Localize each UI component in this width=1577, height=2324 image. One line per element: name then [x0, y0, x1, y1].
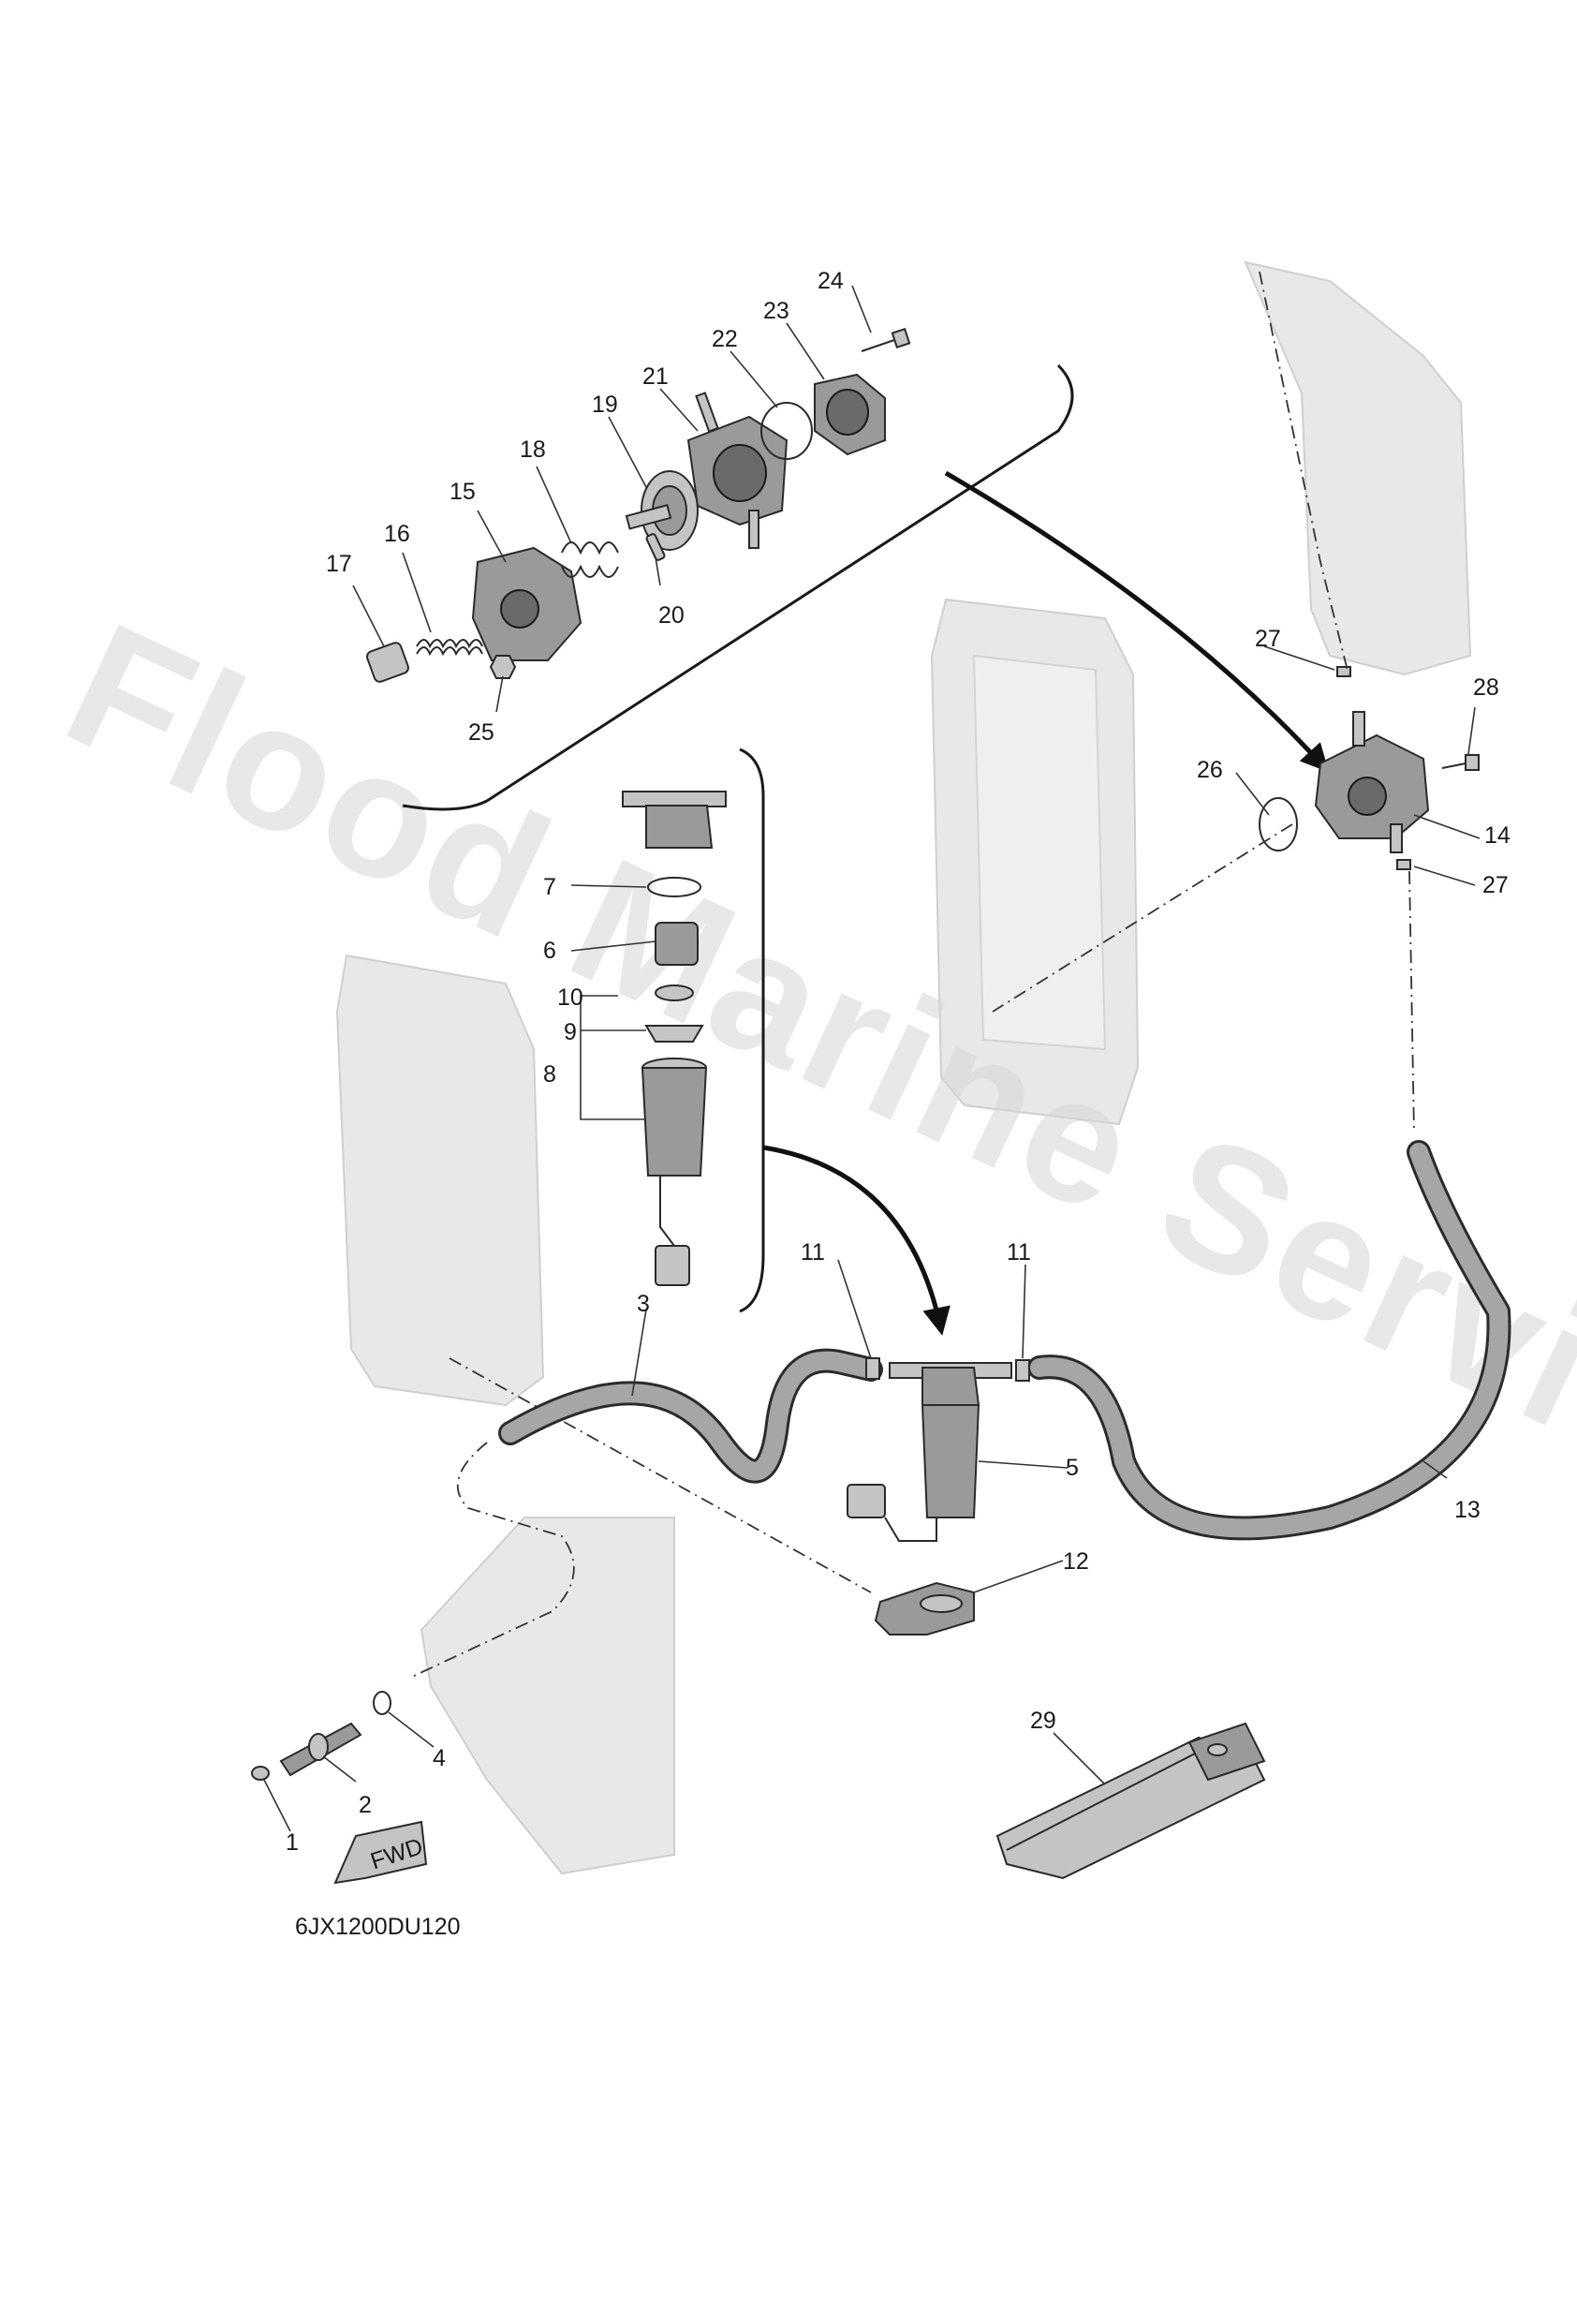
part-15-pump-cover [471, 546, 582, 661]
filter-top-cap [622, 791, 727, 849]
callout-7: 7 [543, 874, 556, 900]
ghost-engine-block-left [335, 954, 545, 1407]
routing-line-pump-to-block [992, 823, 1293, 1013]
part-4-gasket [373, 1691, 391, 1715]
callout-25: 25 [468, 719, 494, 746]
callout-2: 2 [359, 1792, 372, 1818]
callout-3: 3 [637, 1291, 650, 1317]
part-27-clip-lower [1396, 859, 1411, 870]
callout-9: 9 [564, 1019, 577, 1045]
ghost-engine-top-right [1244, 260, 1472, 676]
part-23-cover [814, 373, 886, 456]
callout-27-upper: 27 [1255, 626, 1281, 652]
part-13-fuel-hose [1027, 1140, 1511, 1541]
callout-numbers: 17 16 15 18 19 21 22 23 24 20 25 27 28 2… [286, 268, 1511, 1856]
callout-4: 4 [433, 1745, 446, 1771]
part-3-fuel-hose [498, 1348, 883, 1484]
callout-14: 14 [1484, 822, 1511, 849]
callout-10: 10 [557, 984, 583, 1011]
diagram-code: 6JX1200DU120 [295, 1914, 461, 1940]
watermark-text: Flood Marine Services [40, 585, 1577, 1597]
arrow-to-fuel-pump [944, 470, 1330, 773]
leader-lines [263, 285, 1481, 1832]
part-24-screw [861, 327, 911, 352]
part-17-spring-seat [366, 642, 409, 683]
callout-19: 19 [592, 392, 618, 418]
callout-11-right: 11 [1007, 1239, 1031, 1266]
callout-16: 16 [384, 521, 410, 547]
part-26-o-ring [1259, 797, 1298, 851]
part-9-float [644, 1025, 704, 1043]
part-22-o-ring [760, 402, 813, 460]
callout-22: 22 [712, 326, 738, 352]
part-27-clip-upper [1336, 666, 1351, 677]
ghost-engine-block-right [930, 598, 1140, 1126]
callout-8: 8 [543, 1061, 556, 1088]
callout-13: 13 [1454, 1497, 1481, 1523]
callout-21: 21 [642, 363, 669, 390]
filter-inset-bracket [739, 748, 765, 1313]
callout-17: 17 [326, 551, 352, 577]
arrow-to-fuel-filter [762, 1145, 951, 1336]
part-14-fuel-pump-assembly [1314, 711, 1430, 853]
part-5-fuel-filter-assembly [847, 1362, 1012, 1542]
part-11-clip-right [1015, 1359, 1030, 1382]
callout-5: 5 [1066, 1455, 1079, 1481]
callout-11-left: 11 [801, 1239, 825, 1266]
part-12-bracket [874, 1581, 975, 1636]
routing-line-pump-down [1408, 870, 1415, 1134]
part-19-diaphragm [625, 470, 699, 551]
callout-15: 15 [450, 479, 476, 505]
callout-28: 28 [1473, 674, 1499, 701]
part-11-clip-left [865, 1357, 880, 1380]
callout-1: 1 [286, 1829, 299, 1856]
part-25-nut [489, 655, 517, 679]
part-6-filter-element [655, 922, 699, 966]
callout-6: 6 [543, 938, 556, 964]
ghost-engine-lower [420, 1517, 675, 1875]
callout-29: 29 [1030, 1708, 1056, 1734]
part-10-washer [655, 984, 694, 1001]
part-7-o-ring [647, 877, 701, 897]
upper-inset-bracket [402, 363, 1074, 811]
callout-18: 18 [520, 437, 546, 463]
callout-12: 12 [1063, 1548, 1089, 1575]
part-29-card [995, 1722, 1266, 1880]
fwd-arrow: FWD [333, 1820, 428, 1885]
part-20-pin [645, 533, 666, 561]
callout-24: 24 [818, 268, 844, 294]
bracket-8-10 [580, 995, 646, 1120]
routing-line-lower [411, 1442, 575, 1678]
part-8-filter-cup [641, 1058, 708, 1286]
routing-line-bracket [449, 1357, 872, 1593]
callout-26: 26 [1197, 757, 1223, 783]
part-2-fitting [279, 1722, 362, 1777]
callout-23: 23 [763, 298, 789, 324]
callout-27-lower: 27 [1482, 872, 1509, 898]
part-28-bolt [1441, 754, 1480, 771]
callout-20: 20 [658, 602, 685, 629]
part-16-spring [416, 639, 483, 657]
routing-line-pump-upper [1259, 271, 1349, 675]
part-21-pump-body [686, 392, 788, 549]
part-1-plug [251, 1766, 270, 1781]
